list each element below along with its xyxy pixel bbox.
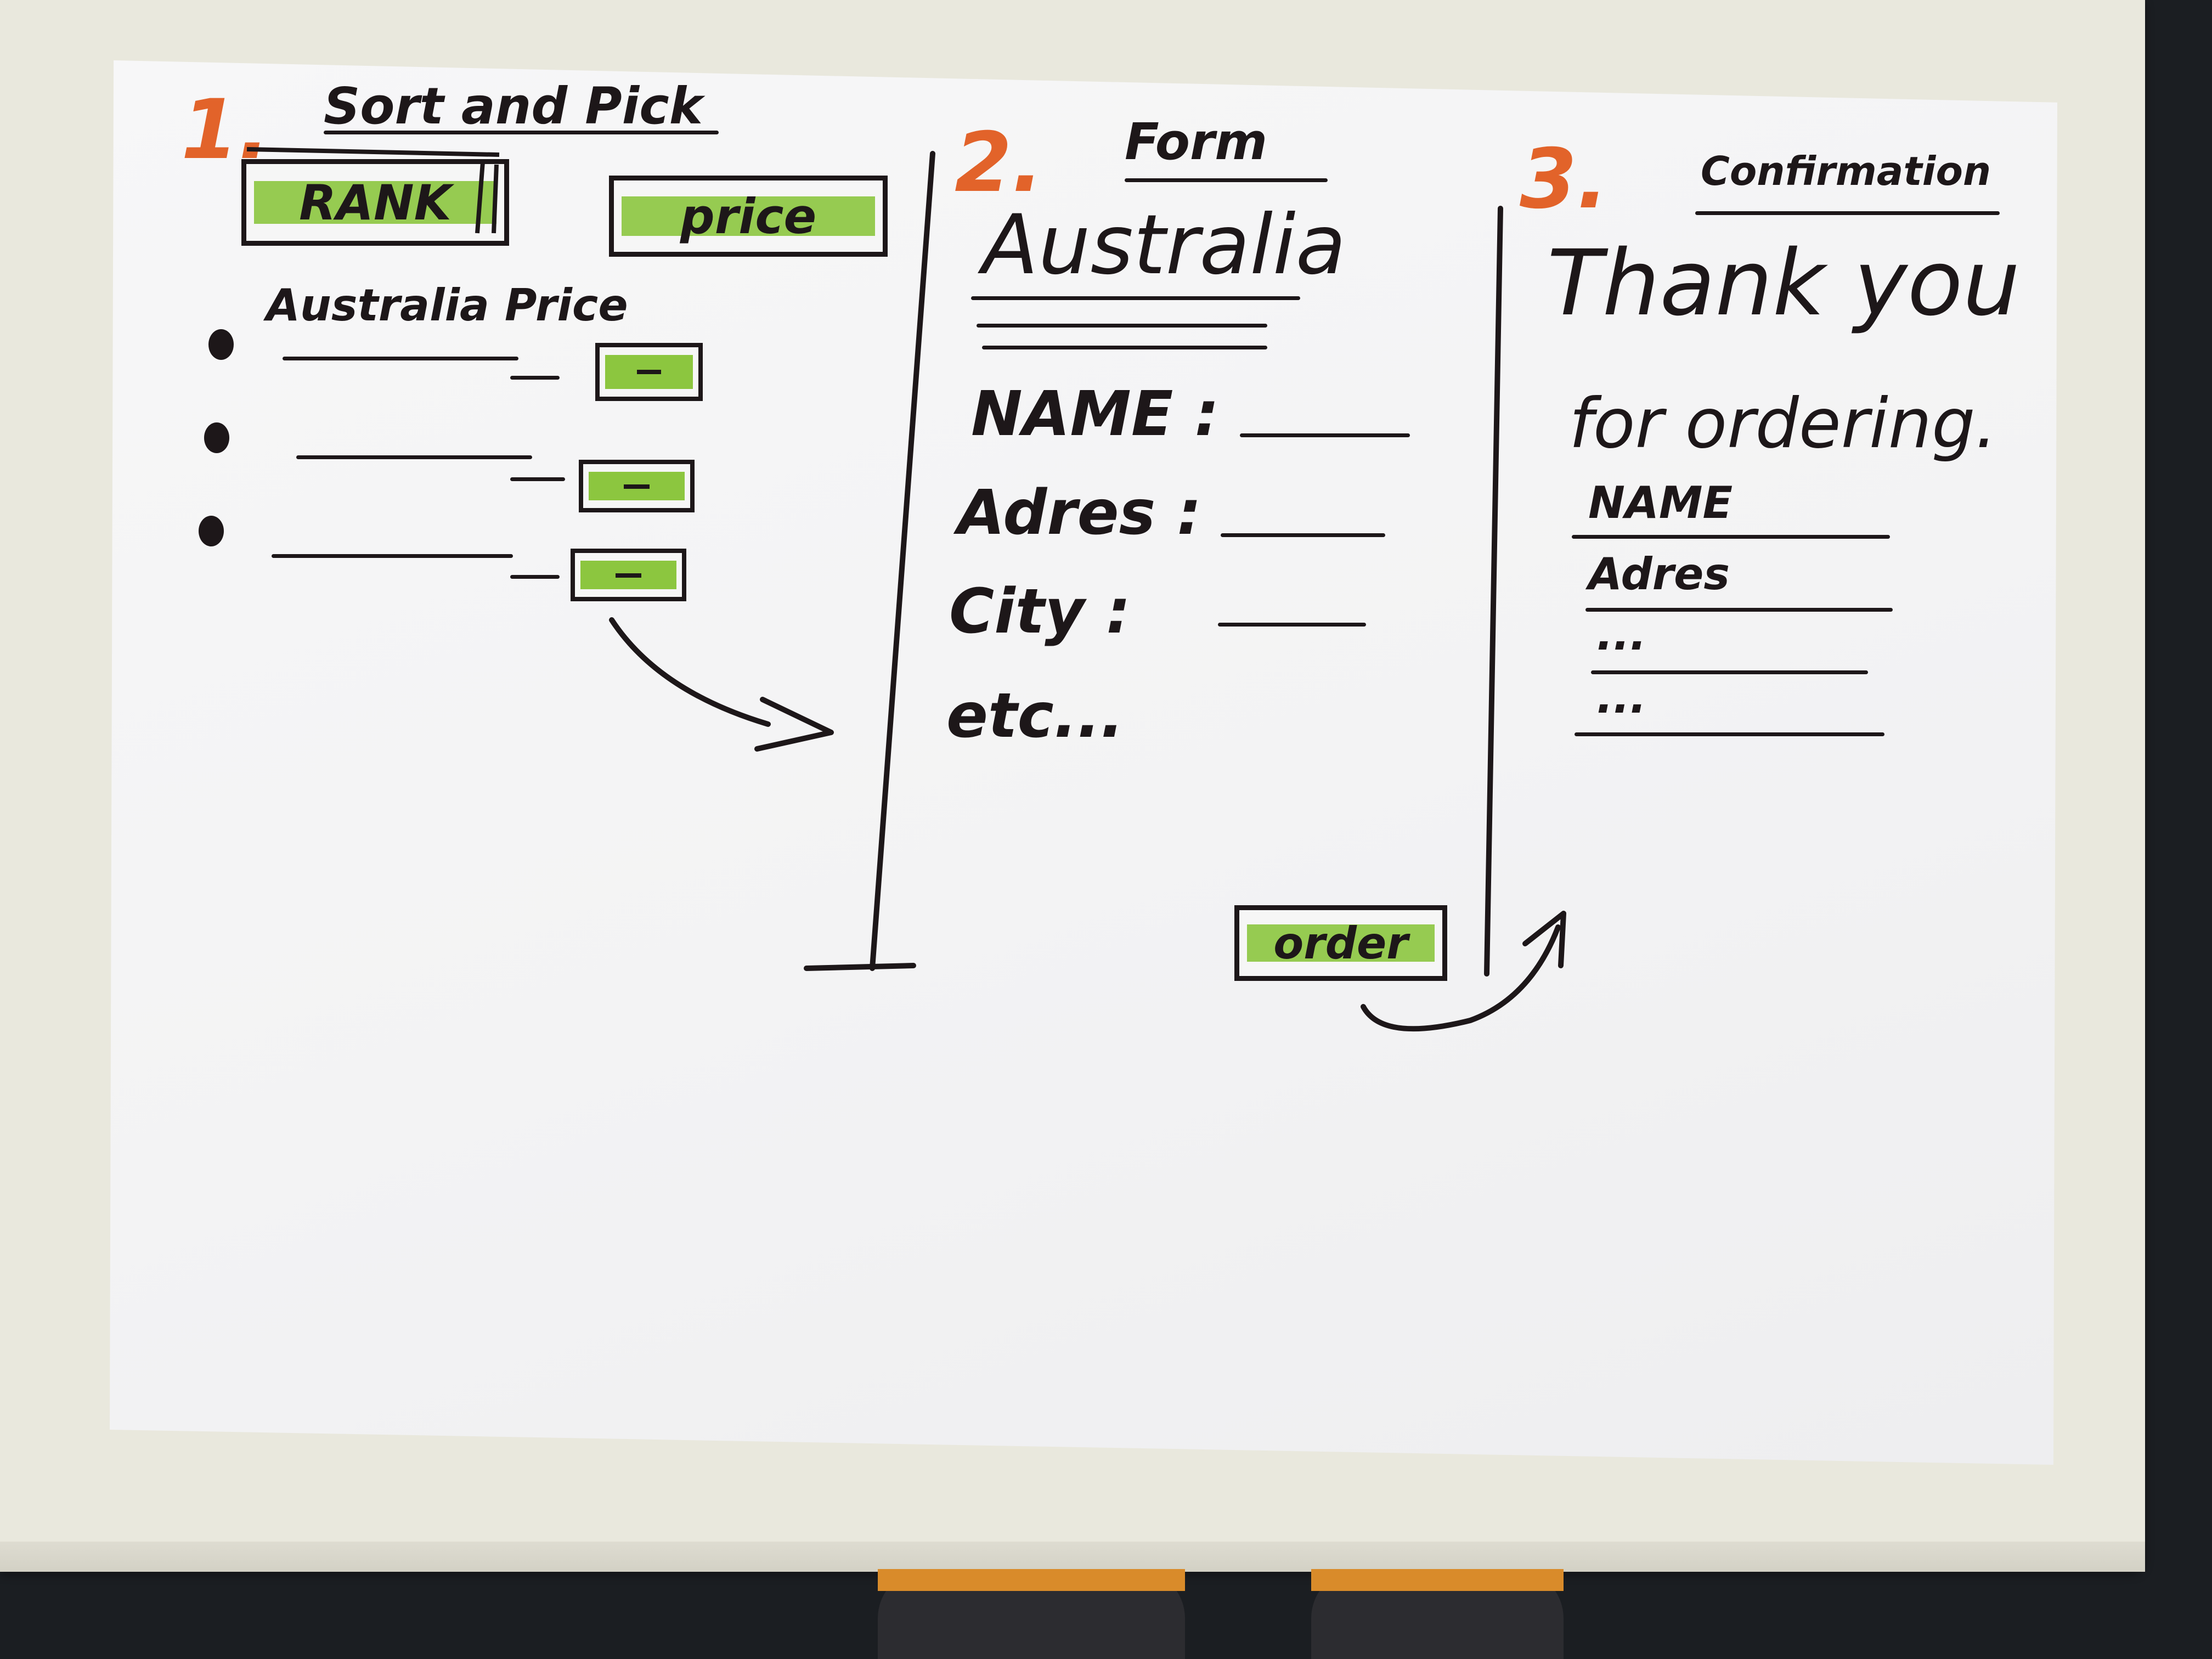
heading-underline	[971, 296, 1300, 300]
more-fields-note: etc...	[946, 680, 1124, 752]
rank-highlight	[254, 180, 496, 224]
arrow-to-form	[609, 617, 771, 727]
name-field-label: NAME :	[971, 379, 1220, 450]
summary-name: NAME	[1588, 477, 1733, 528]
arrow-to-confirmation-head	[1522, 911, 1566, 968]
heading-underline	[982, 346, 1267, 349]
item-line-tail	[510, 477, 565, 481]
summary-underline	[1585, 608, 1893, 612]
list-bullet	[208, 329, 234, 360]
city-input[interactable]	[1218, 623, 1366, 627]
shoes-at-bottom	[878, 1569, 1564, 1659]
item-line	[272, 554, 513, 558]
item-select-button[interactable]	[579, 460, 695, 512]
divider-2	[1484, 206, 1503, 977]
address-input[interactable]	[1221, 533, 1385, 537]
arrow-to-confirmation	[1361, 924, 1561, 1032]
section1-title: Sort and Pick	[324, 77, 703, 136]
item-line-tail	[510, 575, 560, 579]
item-select-mark	[616, 573, 641, 578]
paper-sheet	[110, 60, 2057, 1465]
item-underline	[283, 357, 518, 360]
rank-button-bar	[492, 164, 499, 234]
thanks-line-1: Thank you	[1547, 230, 2021, 336]
item-select-button[interactable]	[595, 343, 703, 401]
summary-underline	[1575, 732, 1884, 736]
divider-1-foot	[804, 963, 916, 971]
left-shoe-trim	[878, 1569, 1185, 1591]
rank-button-topline	[246, 147, 500, 157]
arrow-to-form-head	[754, 697, 834, 752]
right-shoe-trim	[1311, 1569, 1564, 1591]
price-sort-button[interactable]: price	[609, 176, 888, 257]
section3-number: 3.	[1520, 132, 1609, 227]
item-select-mark	[624, 484, 650, 489]
section2-title: Form	[1125, 112, 1268, 171]
first-item-label: Australia Price	[266, 280, 628, 331]
address-field-label: Adres :	[957, 477, 1202, 549]
summary-underline	[1572, 535, 1890, 539]
divider-1	[870, 151, 935, 971]
order-button-label: order	[1273, 917, 1408, 969]
section1-title-underline	[324, 131, 719, 134]
rank-sort-button[interactable]: RANK	[241, 159, 509, 246]
list-bullet	[204, 422, 229, 453]
section3-title-underline	[1695, 211, 2000, 215]
list-bullet	[199, 516, 224, 546]
rank-button-label: RANK	[299, 174, 452, 231]
item-select-button[interactable]	[571, 549, 686, 601]
desk-edge	[0, 1542, 2145, 1572]
price-button-label: price	[680, 188, 817, 245]
section2-number: 2.	[955, 115, 1043, 211]
summary-address: Adres	[1588, 549, 1730, 600]
city-field-label: City :	[949, 576, 1131, 647]
heading-underline	[977, 324, 1267, 328]
item-underline-tail	[510, 376, 560, 380]
name-input[interactable]	[1240, 433, 1410, 437]
item-select-mark	[637, 370, 661, 375]
item-line	[296, 455, 532, 459]
form-heading: Australia	[982, 198, 1346, 293]
order-button[interactable]: order	[1234, 905, 1447, 981]
summary-more-2: ...	[1596, 672, 1647, 723]
price-highlight	[622, 196, 875, 236]
section2-title-underline	[1125, 178, 1328, 182]
summary-more-1: ...	[1596, 609, 1647, 660]
rank-button-bar	[475, 161, 485, 234]
section3-title: Confirmation	[1701, 148, 1991, 194]
summary-underline	[1591, 670, 1868, 674]
thanks-line-2: for ordering.	[1569, 384, 1997, 464]
order-highlight	[1247, 924, 1435, 962]
